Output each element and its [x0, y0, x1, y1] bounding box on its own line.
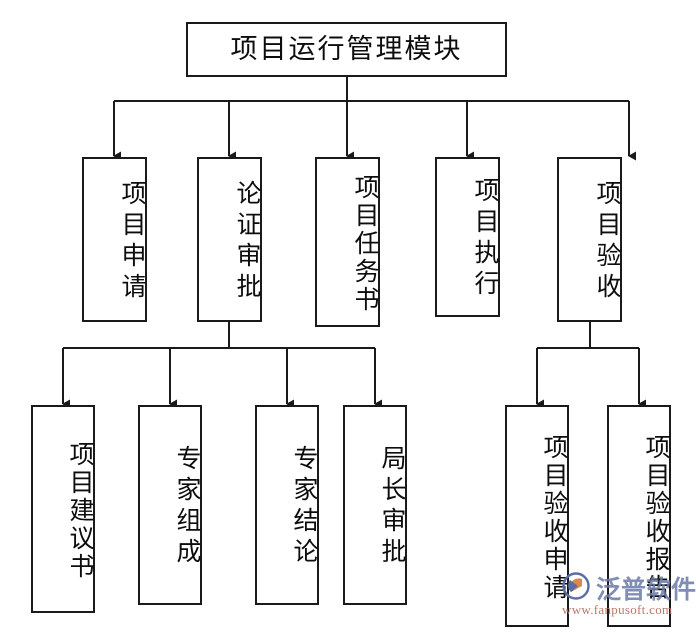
node-director-approval[interactable]: 局长审批	[343, 405, 407, 605]
node-expert-panel-composition[interactable]: 专家组成	[138, 405, 202, 605]
node-acceptance-report[interactable]: 项目验收报告	[607, 405, 671, 627]
node-demonstration-approval[interactable]: 论证审批	[197, 157, 262, 322]
node-project-task-statement[interactable]: 项目任务书	[315, 157, 380, 327]
node-project-proposal[interactable]: 项目建议书	[31, 405, 95, 613]
node-project-application[interactable]: 项目申请	[82, 157, 147, 322]
node-project-execution[interactable]: 项目执行	[435, 157, 500, 317]
node-acceptance-application[interactable]: 项目验收申请	[505, 405, 569, 627]
node-root[interactable]: 项目运行管理模块	[186, 22, 507, 77]
node-expert-conclusion[interactable]: 专家结论	[255, 405, 319, 605]
node-project-acceptance[interactable]: 项目验收	[557, 157, 622, 322]
